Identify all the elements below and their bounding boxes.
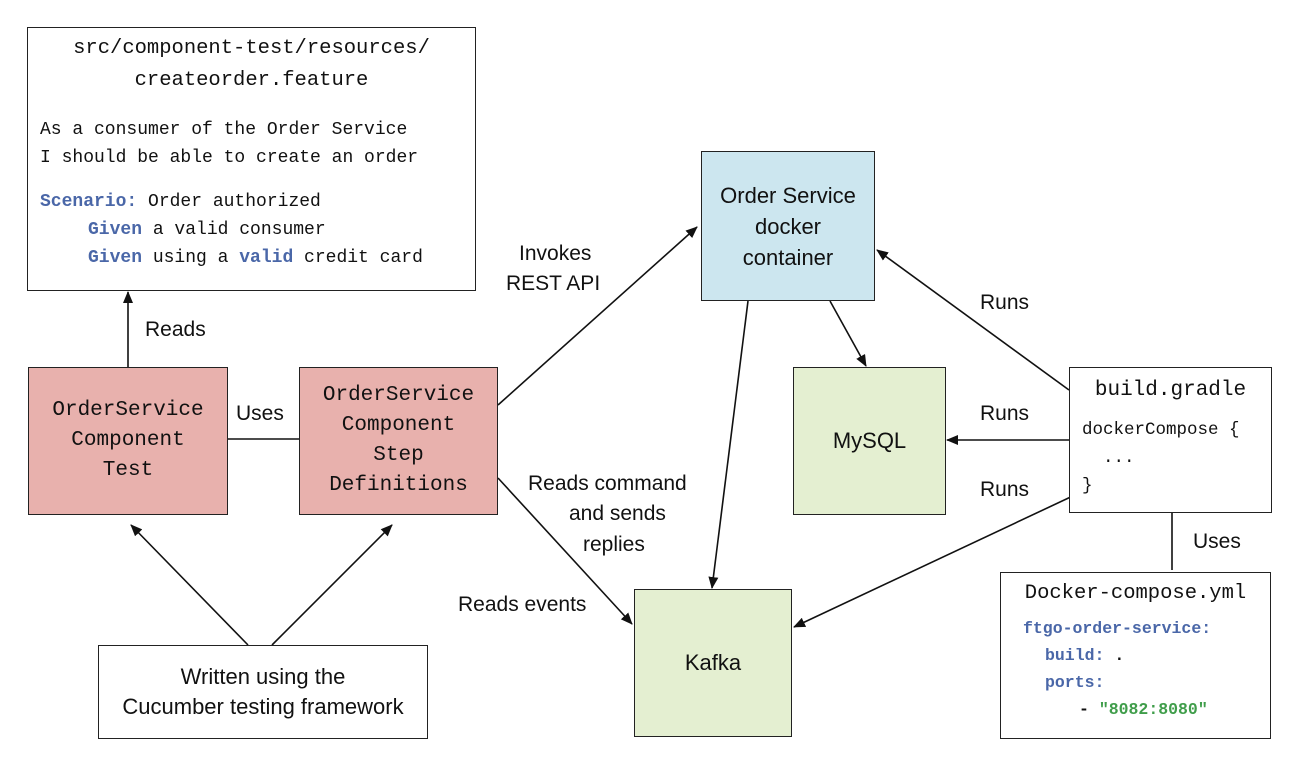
feature-file-path-line2: createorder.feature (134, 69, 369, 92)
arrow-runs-kafka (793, 493, 1078, 628)
story-line-2: I should be able to create an order (40, 148, 419, 168)
compose-ports-key: ports: (1045, 673, 1105, 692)
scenario-line: Scenario: Order authorized (40, 188, 475, 216)
cucumber-box: Written using the Cucumber testing frame… (98, 645, 428, 739)
cucumber-line1: Written using the (180, 664, 346, 689)
compose-service-key: ftgo-order-service: (1023, 619, 1212, 638)
component-test-line3: Test (102, 459, 154, 482)
docker-compose-title: Docker-compose.yml (1024, 582, 1247, 605)
cucumber-line2: Cucumber testing framework (122, 694, 404, 719)
given-line-1: Given a valid consumer (40, 216, 475, 244)
arrow-cucumber-test (130, 524, 249, 646)
kafka-label: Kafka (684, 650, 742, 675)
compose-port-line: - "8082:8080" (1001, 696, 1270, 723)
arrow-reads-command (497, 477, 633, 625)
given-keyword-2: Given (88, 248, 143, 268)
valid-keyword: valid (239, 248, 294, 268)
order-service-line1: Order Service (720, 182, 856, 208)
arrow-runs-service (876, 249, 1070, 391)
story-line-1: As a consumer of the Order Service (40, 120, 408, 140)
given-text-2a: using a (142, 248, 240, 268)
component-test-line1: OrderService (52, 399, 204, 422)
mysql-box: MySQL (793, 367, 946, 515)
arrow-service-kafka (708, 300, 749, 589)
order-service-line2: docker (754, 213, 822, 239)
label-reads-command-3: replies (583, 533, 645, 556)
kafka-box: Kafka (634, 589, 792, 737)
label-uses-right: Uses (1193, 530, 1241, 553)
step-defs-line2: Component (341, 414, 456, 437)
compose-build-val: . (1104, 646, 1125, 665)
label-runs-3: Runs (980, 478, 1030, 501)
label-reads-events: Reads events (458, 593, 587, 616)
component-test-line2: Component (71, 429, 185, 452)
label-reads-command-2: and sends (569, 502, 666, 525)
order-service-line3: container (742, 244, 834, 270)
given-keyword-1: Given (88, 220, 143, 240)
compose-port-val: "8082:8080" (1098, 700, 1208, 719)
step-defs-line3: Step (373, 444, 424, 467)
label-uses-left: Uses (236, 402, 284, 425)
given-text-1: a valid consumer (142, 220, 326, 240)
step-defs-line1: OrderService (322, 384, 475, 407)
compose-port-dash: - (1079, 700, 1099, 719)
feature-file-box: src/component-test/resources/ createorde… (27, 27, 476, 291)
step-defs-line4: Definitions (329, 474, 468, 497)
label-reads-command-1: Reads command (528, 472, 687, 495)
build-gradle-line3: } (1082, 476, 1093, 496)
arrow-cucumber-stepdefs (271, 524, 393, 646)
order-service-container-box: Order Service docker container (701, 151, 875, 301)
label-invokes-2: REST API (506, 272, 601, 295)
given-line-2: Given using a valid credit card (40, 244, 475, 272)
component-test-box: OrderService Component Test (28, 367, 228, 515)
docker-compose-box: Docker-compose.yml ftgo-order-service: b… (1000, 572, 1271, 739)
arrow-invokes-rest (497, 226, 698, 406)
mysql-label: MySQL (832, 428, 907, 453)
feature-file-path-line1: src/component-test/resources/ (73, 37, 430, 60)
build-gradle-line1: dockerCompose { (1082, 420, 1240, 440)
build-gradle-line2: ... (1082, 448, 1135, 468)
compose-build-key: build: (1045, 646, 1105, 665)
build-gradle-title: build.gradle (1094, 379, 1247, 402)
label-invokes-1: Invokes (519, 242, 592, 265)
build-gradle-box: build.gradle dockerCompose { ... } (1069, 367, 1272, 513)
label-runs-1: Runs (980, 291, 1030, 314)
step-definitions-box: OrderService Component Step Definitions (299, 367, 498, 515)
scenario-keyword: Scenario: (40, 192, 138, 212)
compose-build-line: build: . (1001, 642, 1270, 669)
label-runs-2: Runs (980, 402, 1030, 425)
label-reads: Reads (145, 318, 206, 341)
arrow-service-mysql (829, 300, 867, 367)
given-text-2b: credit card (293, 248, 423, 268)
scenario-text: Order authorized (137, 192, 321, 212)
